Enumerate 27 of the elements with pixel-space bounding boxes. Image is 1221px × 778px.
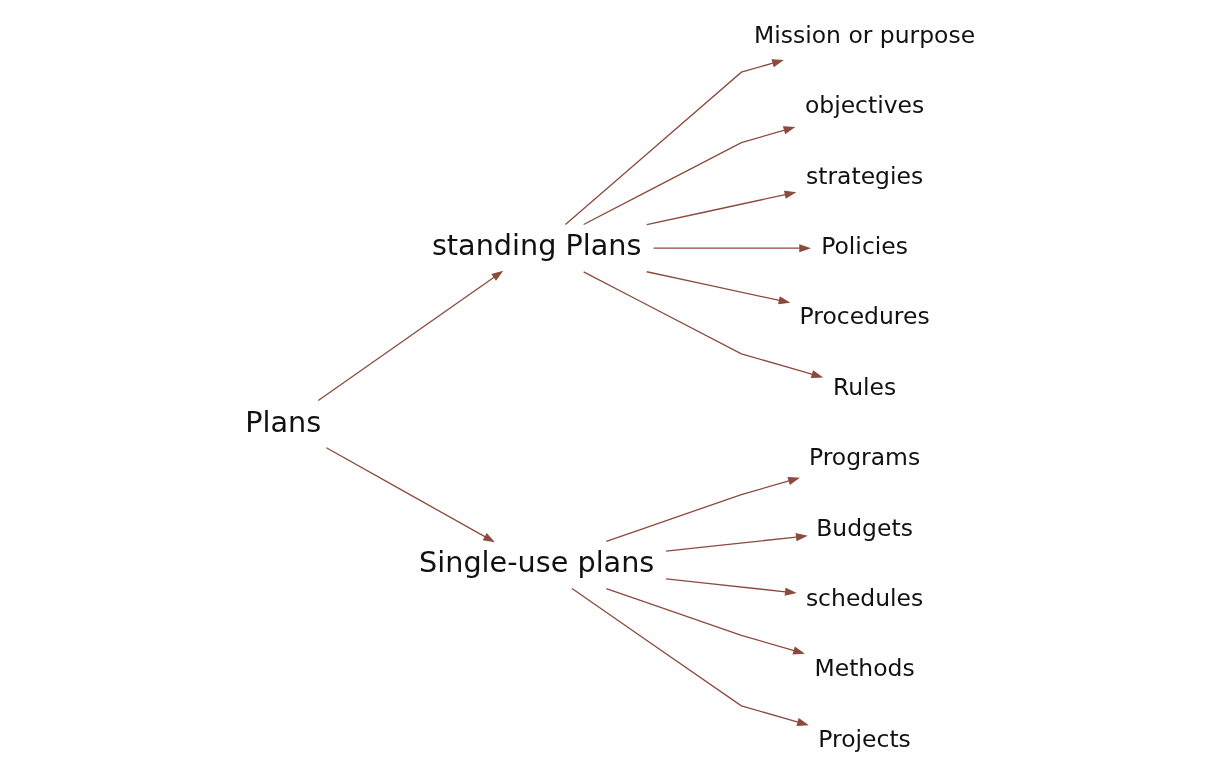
arrow <box>605 588 805 655</box>
arrow <box>582 126 795 226</box>
arrow <box>645 271 790 305</box>
arrow <box>605 477 800 542</box>
node-text: Rules <box>832 372 896 401</box>
node-text: strategies <box>805 161 923 190</box>
arrow <box>317 270 503 402</box>
arrow <box>570 587 809 726</box>
node-text: Single-use plans <box>418 545 654 580</box>
node-text: Policies <box>820 231 908 260</box>
node-text: Budgets <box>815 513 913 542</box>
node-text: Projects <box>817 724 911 753</box>
node-text: schedules <box>805 583 923 612</box>
node-text: objectives <box>804 91 924 120</box>
node-text: Plans <box>244 404 321 439</box>
node-text: Mission or purpose <box>753 20 975 49</box>
node-text: Methods <box>813 654 915 683</box>
arrow <box>645 190 796 226</box>
arrow <box>664 578 797 596</box>
node-text: standing Plans <box>431 228 641 263</box>
node-text: Procedures <box>799 302 930 331</box>
arrow <box>564 59 784 226</box>
node-text: Programs <box>808 443 920 472</box>
arrow <box>582 271 823 379</box>
arrow <box>664 533 808 552</box>
arrow <box>325 447 495 543</box>
arrow <box>652 244 811 253</box>
